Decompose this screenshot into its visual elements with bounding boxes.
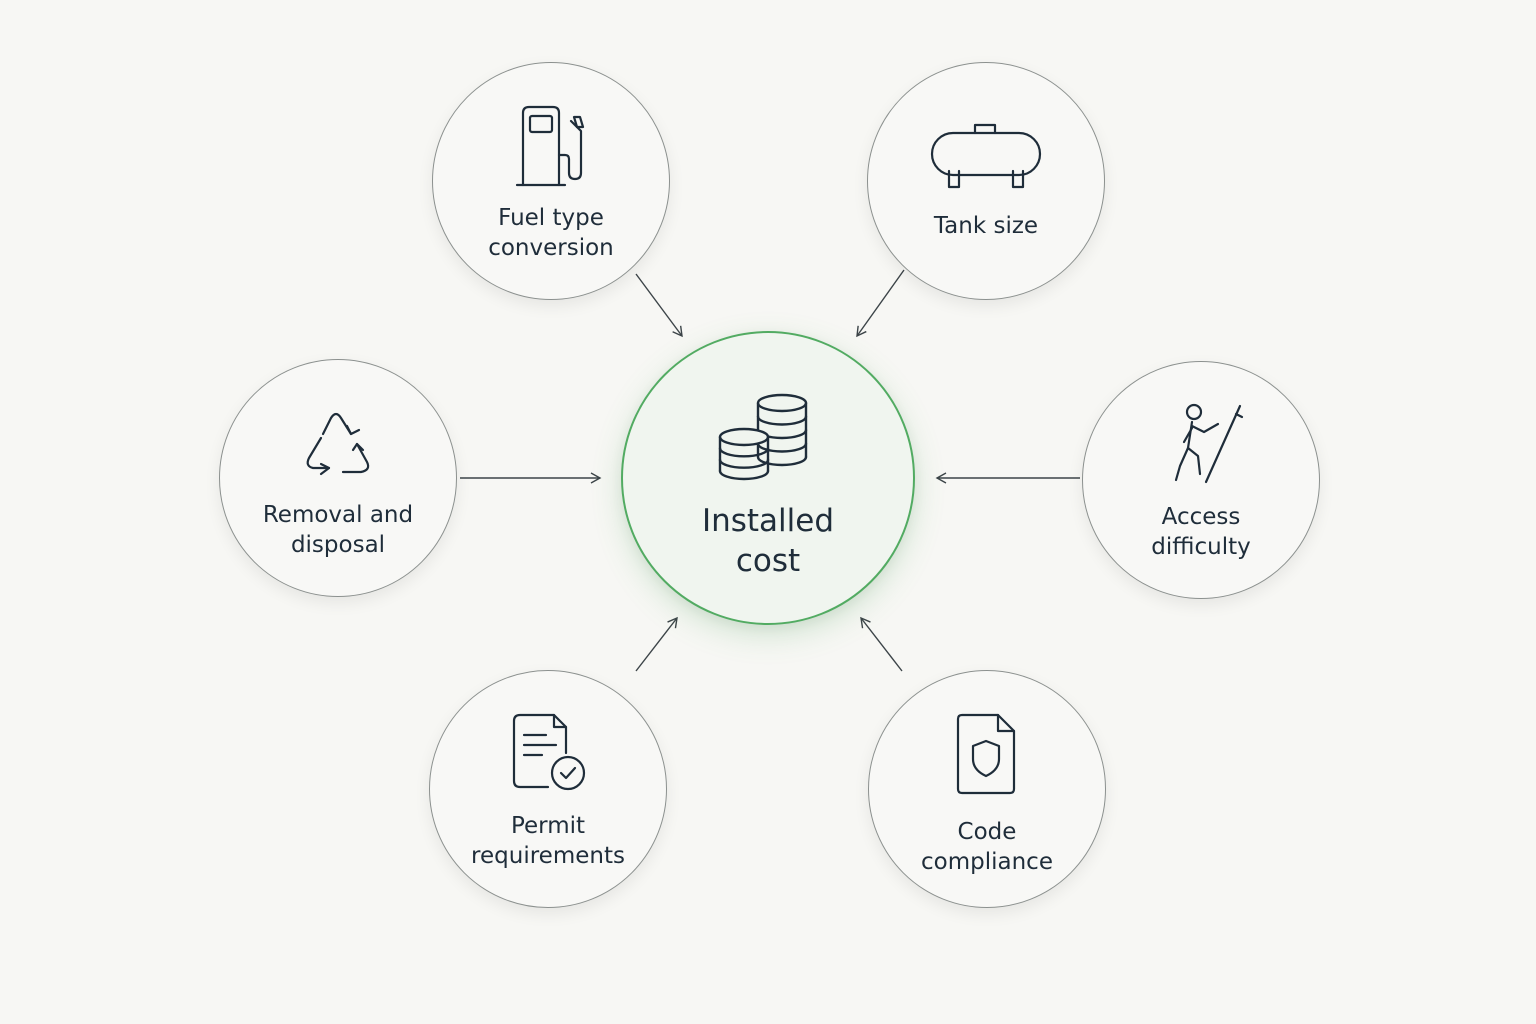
factor-label: Removal and disposal [262,502,414,558]
arrow-fuel-type-to-center [635,273,683,338]
arrow-permit-to-center [635,616,678,672]
recycle-icon [306,412,370,476]
factor-node-code-compliance: Code compliance [868,670,1106,908]
arrow-code-to-center [860,616,903,672]
coins-stack-icon [718,393,808,481]
factor-node-fuel-type: Fuel type conversion [432,62,670,300]
factor-label: Permit requirements [471,813,625,869]
factor-node-removal-disposal: Removal and disposal [219,359,457,597]
propane-tank-icon [930,123,1042,189]
arrow-tank-size-to-center [856,269,905,338]
center-label: Installed cost [701,503,835,579]
factor-label: Access difficulty [1151,504,1251,560]
factor-node-tank-size: Tank size [867,62,1105,300]
factor-label: Tank size [933,213,1039,239]
document-shield-icon [956,713,1016,795]
document-check-icon [512,713,586,791]
factor-node-access-difficulty: Access difficulty [1082,361,1320,599]
person-climbing-ladder-icon [1174,403,1244,484]
factor-label: Code compliance [921,819,1053,875]
factor-label: Fuel type conversion [488,205,614,261]
fuel-pump-icon [515,105,585,187]
center-node-installed-cost: Installed cost [621,331,915,625]
factor-node-permit-requirements: Permit requirements [429,670,667,908]
